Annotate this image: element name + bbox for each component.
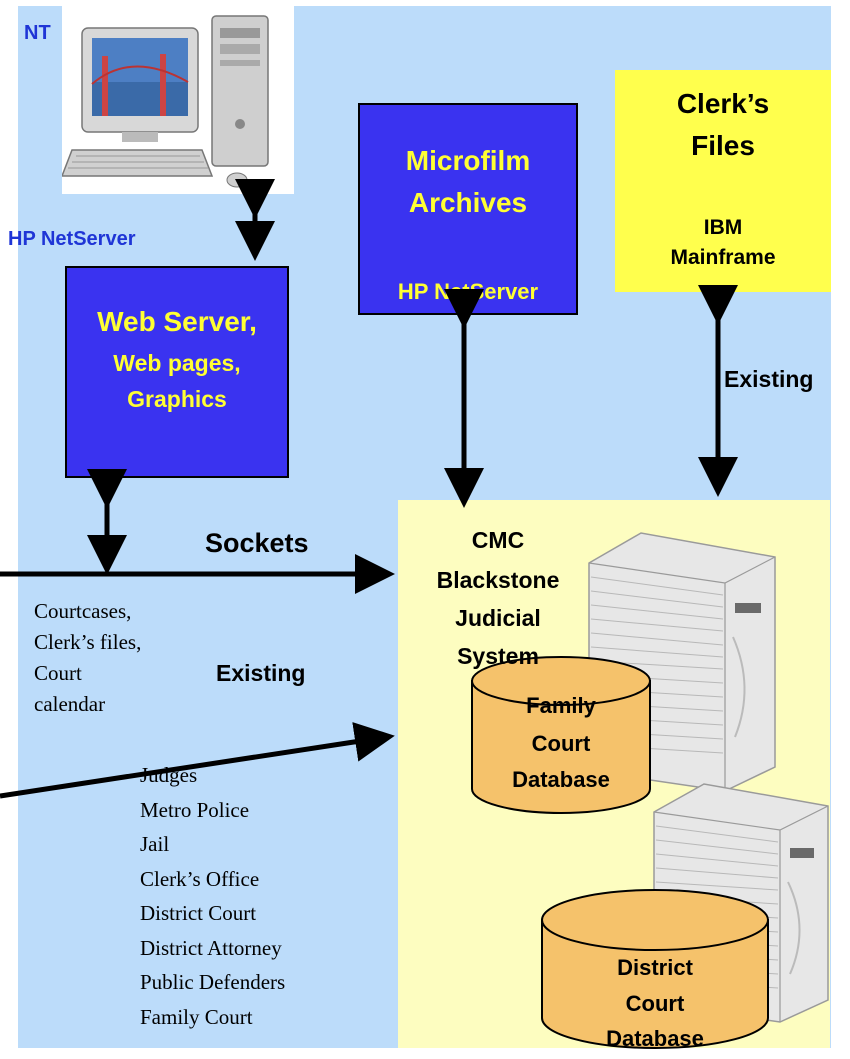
microfilm-title: Microfilm <box>405 145 531 176</box>
clerks-title: Clerk’s <box>676 88 770 119</box>
district-court-label: District <box>617 955 693 980</box>
district-court-database-icon <box>540 888 770 1054</box>
ibm-label: IBM <box>703 216 743 239</box>
list-item: calendar <box>34 692 106 716</box>
existing-label-left: Existing <box>216 660 306 686</box>
family-court-label: Family <box>526 693 596 718</box>
desktop-computer-icon <box>60 4 294 194</box>
list-item: Courtcases, <box>34 599 132 623</box>
hp-netserver-label: HP NetServer <box>8 228 136 250</box>
family-court-label-2: Court <box>531 731 591 756</box>
list-item: Clerk’s Office <box>140 866 260 891</box>
sockets-label: Sockets <box>205 528 309 558</box>
clerks-files-box: Clerk’s Files IBM Mainframe <box>615 70 831 292</box>
graphics-label: Graphics <box>127 386 227 412</box>
list-item: Judges <box>140 763 198 787</box>
public-content-list: Courtcases, Clerk’s files, Court calenda… <box>34 596 141 720</box>
blackstone-label: Blackstone <box>436 567 560 593</box>
list-item: Jail <box>140 832 170 856</box>
list-item: District Court <box>140 901 257 925</box>
cmc-label: CMC <box>471 527 525 553</box>
list-item: District Attorney <box>140 935 282 960</box>
web-server-box: Web Server, Web pages, Graphics <box>65 266 289 478</box>
district-court-label-2: Court <box>625 991 685 1016</box>
district-court-label-3: Database <box>606 1026 704 1051</box>
list-item: Metro Police <box>140 797 250 822</box>
mainframe-label: Mainframe <box>670 246 776 269</box>
microfilm-archives-box: Microfilm Archives HP NetServer <box>358 103 578 315</box>
web-pages-label: Web pages, <box>113 350 241 376</box>
family-court-label-3: Database <box>512 767 610 792</box>
list-item: Public Defenders <box>140 970 286 994</box>
files-title: Files <box>691 130 755 161</box>
existing-label-right: Existing <box>724 366 814 392</box>
agencies-list: Judges Metro Police Jail Clerk’s Office … <box>140 758 285 1034</box>
nt-label: NT <box>24 22 51 44</box>
judicial-label: Judicial <box>455 605 541 631</box>
system-label: System <box>457 643 539 669</box>
archives-title: Archives <box>408 187 528 218</box>
list-item: Family Court <box>140 1004 253 1029</box>
web-server-title: Web Server, <box>97 306 257 337</box>
list-item: Clerk’s files, <box>34 630 142 654</box>
list-item: Court <box>34 661 82 685</box>
family-court-database-icon <box>470 655 652 817</box>
